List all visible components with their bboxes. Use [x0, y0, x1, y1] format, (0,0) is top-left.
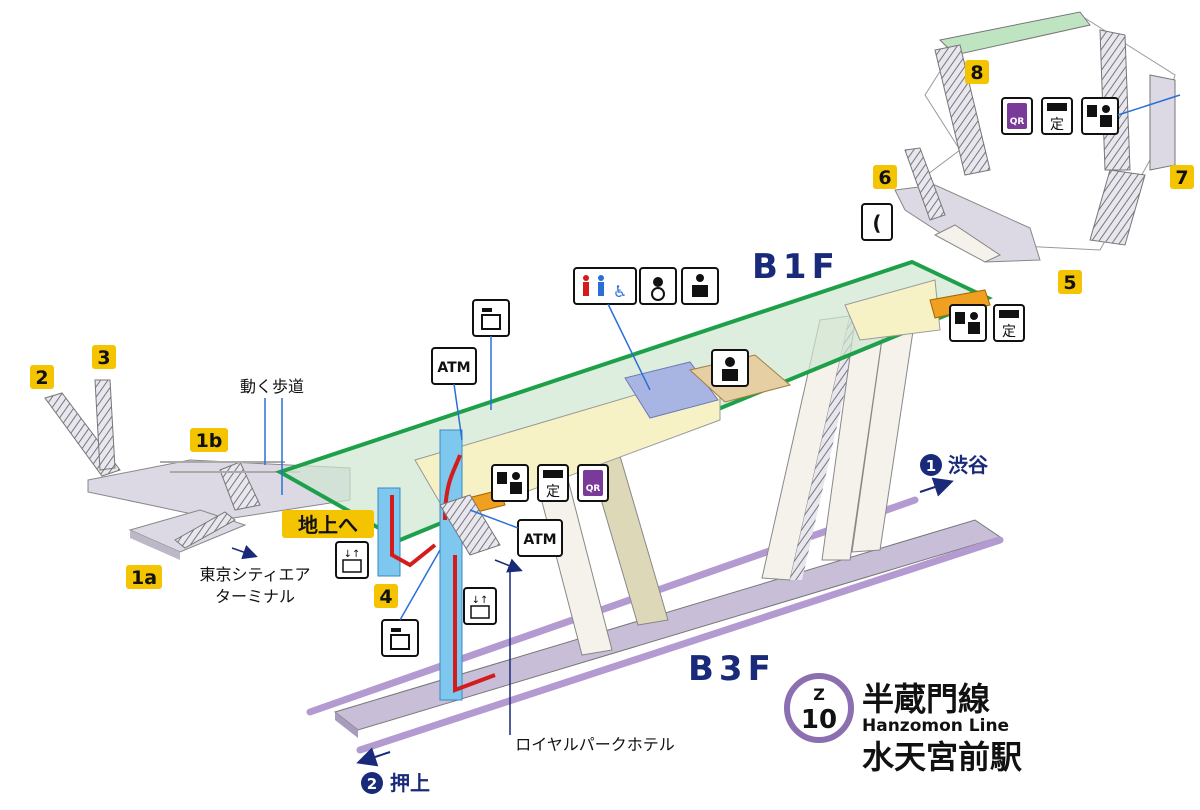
svg-text:7: 7	[1175, 167, 1188, 189]
track-line-lower	[356, 536, 1004, 754]
ticket-machine-icon-east[interactable]	[949, 304, 987, 342]
svg-text:(: (	[872, 211, 881, 235]
svg-text:Z: Z	[813, 685, 825, 704]
exit-badge-3[interactable]: 3	[92, 345, 116, 369]
commuter-pass-icon-ne[interactable]: 定	[1041, 97, 1073, 135]
tcat-label-line2: ターミナル	[215, 587, 295, 606]
restroom-block	[624, 361, 719, 419]
escalator-shafts	[534, 315, 916, 656]
floor-label-b3f: B3F	[688, 649, 776, 689]
svg-text:2: 2	[367, 775, 377, 793]
svg-text:定: 定	[1050, 117, 1064, 133]
line-name-en: Hanzomon Line	[862, 716, 1009, 736]
atm-icon-lower[interactable]: ATM	[517, 519, 563, 557]
elevator-icon-right[interactable]: ↓↑	[463, 587, 497, 625]
exit-badge-1a[interactable]: 1a	[126, 565, 162, 589]
svg-text:定: 定	[546, 484, 560, 500]
floor-label-b1f: B1F	[752, 247, 840, 287]
svg-text:QR: QR	[1010, 117, 1025, 127]
commuter-pass-icon-east[interactable]: 定	[993, 304, 1025, 342]
track-line-upper	[306, 496, 919, 716]
svg-text:押上: 押上	[390, 771, 430, 795]
svg-text:↓↑: ↓↑	[344, 549, 361, 560]
commuter-pass-icon-west[interactable]: 定	[537, 464, 569, 502]
qr-ticket-icon-ne[interactable]: QR	[1001, 97, 1033, 135]
qr-ticket-icon-west[interactable]: QR	[577, 464, 609, 502]
svg-text:6: 6	[878, 167, 891, 189]
exit-badge-7[interactable]: 7	[1170, 165, 1194, 189]
to-ground-sign[interactable]: 地上へ	[282, 510, 374, 538]
exit-badge-5[interactable]: 5	[1058, 270, 1082, 294]
svg-text:1b: 1b	[196, 430, 223, 452]
svg-text:1a: 1a	[131, 567, 157, 589]
b3f-platform	[306, 496, 1004, 754]
svg-text:地上へ: 地上へ	[298, 513, 358, 537]
telephone-icon[interactable]: (	[861, 203, 893, 241]
ticket-machine-icon-west[interactable]	[491, 464, 529, 502]
svg-text:QR: QR	[586, 484, 601, 494]
svg-text:1: 1	[926, 457, 936, 475]
exit-badge-1b[interactable]: 1b	[190, 428, 228, 452]
direction-shibuya[interactable]: 1 渋谷	[919, 453, 989, 497]
moving-walkway-label: 動く歩道	[240, 377, 304, 396]
atm-icon-upper[interactable]: ATM	[431, 347, 477, 385]
exit-badge-2[interactable]: 2	[30, 365, 54, 389]
baby-care-icon[interactable]	[639, 267, 677, 305]
exit-badge-4[interactable]: 4	[374, 584, 398, 608]
svg-text:♿: ♿	[613, 282, 627, 301]
restroom-icon[interactable]: ♿	[573, 267, 637, 305]
ne-exit-structure	[894, 11, 1176, 263]
direction-oshiage[interactable]: 2 押上	[356, 747, 430, 795]
svg-text:5: 5	[1063, 272, 1076, 294]
svg-text:渋谷: 渋谷	[948, 453, 989, 477]
svg-text:定: 定	[1002, 324, 1016, 340]
svg-text:8: 8	[970, 62, 983, 84]
tcat-label-line1: 東京シティエア	[199, 565, 310, 584]
svg-text:ATM: ATM	[437, 360, 470, 376]
elevator-icon-left[interactable]: ↓↑	[335, 541, 369, 579]
ticket-machine-icon-ne[interactable]	[1081, 97, 1119, 135]
line-name-ja: 半蔵門線	[862, 680, 990, 718]
exit-badge-8[interactable]: 8	[965, 60, 989, 84]
svg-text:10: 10	[801, 705, 837, 735]
multipurpose-room-icon[interactable]	[681, 267, 719, 305]
svg-text:2: 2	[35, 367, 48, 389]
svg-text:↓↑: ↓↑	[472, 595, 489, 606]
station-badge: Z 10	[784, 673, 854, 743]
exit-badge-6[interactable]: 6	[873, 165, 897, 189]
station-staff-icon[interactable]	[711, 349, 749, 387]
coin-locker-icon-upper[interactable]	[472, 299, 510, 337]
svg-text:3: 3	[97, 347, 110, 369]
svg-text:ATM: ATM	[523, 532, 556, 548]
station-name-ja: 水天宮前駅	[862, 738, 1022, 776]
svg-text:4: 4	[379, 586, 392, 608]
royal-park-hotel-label: ロイヤルパークホテル	[515, 735, 675, 754]
coin-locker-icon-lower[interactable]	[381, 619, 419, 657]
